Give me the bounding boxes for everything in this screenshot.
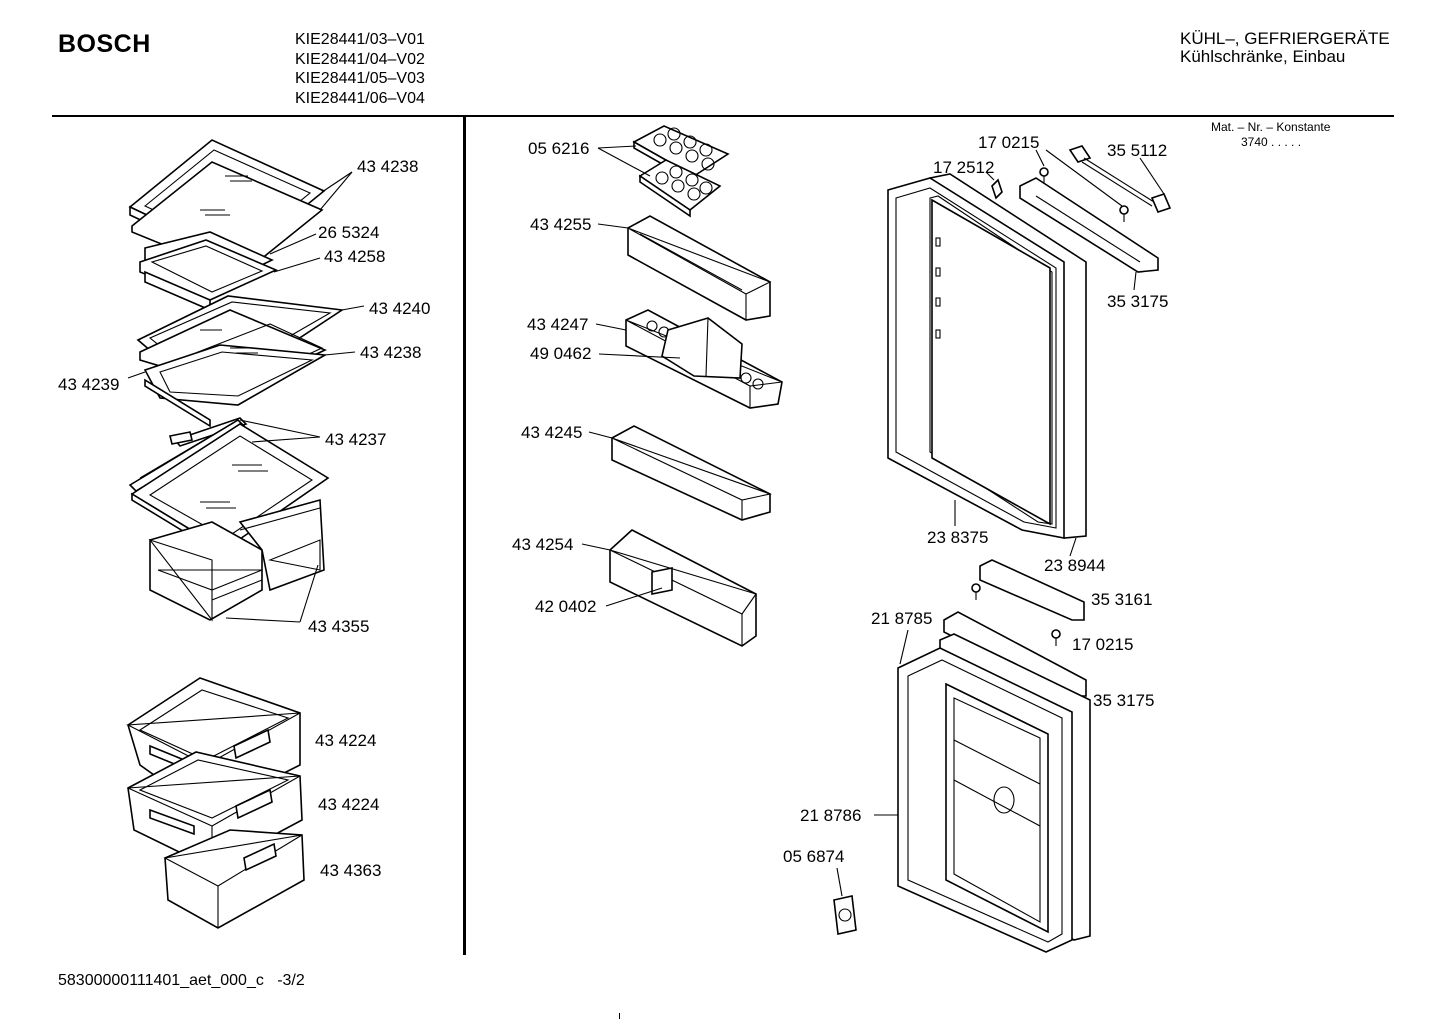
left-leader-lines bbox=[127, 171, 365, 623]
part-label: 21 8785 bbox=[871, 609, 932, 628]
doc-id: 58300000111401_aet_000_c bbox=[58, 972, 264, 989]
category-block: KÜHL–, GEFRIERGERÄTE Kühlschränke, Einba… bbox=[1180, 30, 1390, 66]
part-label: 43 4237 bbox=[325, 430, 386, 449]
mat-nr-value: 3740 . . . . . bbox=[1241, 135, 1302, 149]
door-bin-1 bbox=[627, 215, 772, 321]
right-leader-lines bbox=[836, 149, 1165, 897]
part-label: 43 4238 bbox=[360, 343, 421, 362]
part-label: 05 6216 bbox=[528, 139, 589, 158]
part-label: 49 0462 bbox=[530, 344, 591, 363]
model-number: KIE28441/03–V01 bbox=[295, 31, 425, 48]
part-label: 42 0402 bbox=[535, 597, 596, 616]
part-label: 43 4240 bbox=[369, 299, 430, 318]
part-label: 17 2512 bbox=[933, 158, 994, 177]
column-divider bbox=[463, 117, 466, 955]
part-label: 43 4224 bbox=[315, 731, 376, 750]
hinge-screw-top bbox=[1039, 167, 1129, 222]
hinge-rod bbox=[1068, 145, 1172, 213]
page-tick-mark bbox=[619, 1013, 620, 1019]
part-label: 43 4247 bbox=[527, 315, 588, 334]
freezer-door bbox=[897, 633, 1091, 953]
header-divider bbox=[52, 115, 1394, 117]
category-subtitle: Kühlschränke, Einbau bbox=[1180, 47, 1346, 66]
temperature-knob bbox=[833, 895, 857, 935]
part-label: 43 4355 bbox=[308, 617, 369, 636]
model-number: KIE28441/06–V04 bbox=[295, 89, 425, 107]
part-label: 05 6874 bbox=[783, 847, 844, 866]
egg-tray-pair bbox=[632, 125, 730, 218]
door-bin-2 bbox=[611, 425, 773, 521]
mat-nr-label: Mat. – Nr. – Konstante bbox=[1211, 120, 1331, 134]
part-label: 43 4363 bbox=[320, 861, 381, 880]
door-bin-with-bottle-holder bbox=[625, 309, 783, 409]
brand-logo: BOSCH bbox=[58, 30, 151, 58]
category-title: KÜHL–, GEFRIERGERÄTE bbox=[1180, 29, 1390, 48]
part-label: 23 8375 bbox=[927, 528, 988, 547]
part-label: 35 3175 bbox=[1107, 292, 1168, 311]
model-list: KIE28441/03–V01 KIE28441/04–V02 KIE28441… bbox=[295, 30, 425, 108]
split-glass-shelf bbox=[136, 295, 345, 428]
part-label: 43 4258 bbox=[324, 247, 385, 266]
part-label: 43 4245 bbox=[521, 423, 582, 442]
part-label: 35 3161 bbox=[1091, 590, 1152, 609]
part-label: 43 4238 bbox=[357, 157, 418, 176]
freezer-drawer bbox=[163, 829, 305, 929]
page-number: -3/2 bbox=[277, 972, 305, 989]
mat-nr-block: Mat. – Nr. – Konstante 3740 . . . . . bbox=[1211, 120, 1330, 150]
part-label: 23 8944 bbox=[1044, 556, 1105, 575]
part-label: 43 4255 bbox=[530, 215, 591, 234]
fridge-door-frame bbox=[887, 173, 1087, 539]
part-label: 17 0215 bbox=[1072, 635, 1133, 654]
part-label: 43 4239 bbox=[58, 375, 119, 394]
part-label: 17 0215 bbox=[978, 133, 1039, 152]
part-label: 43 4224 bbox=[318, 795, 379, 814]
model-number: KIE28441/04–V02 bbox=[295, 50, 425, 68]
middle-leader-lines bbox=[581, 145, 681, 607]
door-bin-with-divider bbox=[609, 529, 757, 647]
part-label: 26 5324 bbox=[318, 223, 379, 242]
footer-doc-id: 58300000111401_aet_000_c -3/2 bbox=[58, 972, 305, 990]
part-labels: 43 4238 26 5324 43 4258 43 4240 43 4238 … bbox=[58, 133, 1168, 880]
part-label: 35 3175 bbox=[1093, 691, 1154, 710]
fridge-hinge-cover bbox=[991, 177, 1159, 273]
part-label: 43 4254 bbox=[512, 535, 573, 554]
shelf-frame bbox=[139, 231, 278, 312]
model-number: KIE28441/05–V03 bbox=[295, 70, 425, 87]
part-label: 21 8786 bbox=[800, 806, 861, 825]
freezer-hinge-parts bbox=[943, 559, 1087, 697]
vegetable-drawer-pair bbox=[148, 498, 325, 622]
part-label: 35 5112 bbox=[1107, 141, 1167, 160]
